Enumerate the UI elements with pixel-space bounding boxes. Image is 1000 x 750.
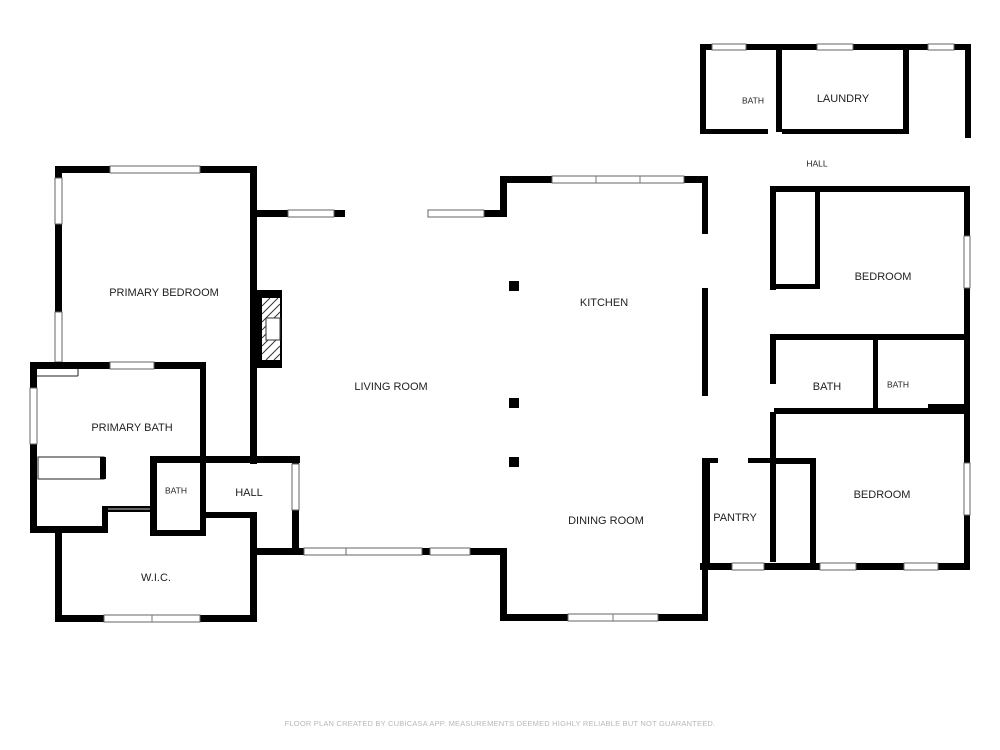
room-label-dining-room: DINING ROOM — [568, 515, 644, 527]
right-wing-walls — [700, 43, 971, 138]
room-label-primary-bath: PRIMARY BATH — [91, 422, 172, 434]
room-label-kitchen: KITCHEN — [580, 297, 628, 309]
room-label-bath-small-right: BATH — [887, 379, 909, 389]
room-label-hall-right: HALL — [806, 158, 828, 168]
footer-disclaimer: FLOOR PLAN CREATED BY CUBICASA APP. MEAS… — [285, 719, 716, 728]
room-label-primary-bedroom: PRIMARY BEDROOM — [109, 287, 219, 299]
left-wing-walls — [29, 165, 300, 623]
room-label-bedroom-1: BEDROOM — [855, 271, 912, 283]
room-label-bedroom-2: BEDROOM — [854, 489, 911, 501]
room-label-bath-mid: BATH — [813, 381, 842, 393]
room-label-bath-top: BATH — [742, 95, 764, 105]
room-label-bath-small-left: BATH — [165, 485, 187, 495]
room-label-living-room: LIVING ROOM — [354, 381, 427, 393]
room-label-wic: W.I.C. — [141, 572, 171, 584]
room-label-pantry: PANTRY — [713, 512, 757, 524]
kitchen-walls — [427, 175, 708, 622]
room-label-hall-left: HALL — [235, 487, 263, 499]
living-room-walls — [250, 166, 507, 556]
room-label-laundry: LAUNDRY — [817, 93, 870, 105]
